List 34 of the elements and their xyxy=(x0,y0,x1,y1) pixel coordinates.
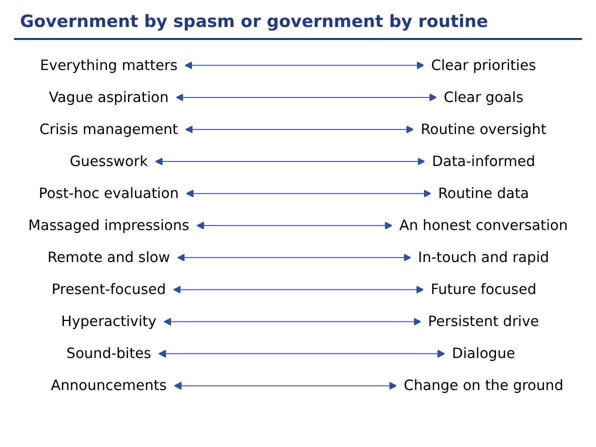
arrow xyxy=(174,382,397,390)
node-text: Everything matters xyxy=(40,56,178,74)
node-text: Present-focused xyxy=(52,280,166,298)
node-text: Hyperactivity xyxy=(61,312,156,330)
node-text: Vague aspiration xyxy=(48,88,169,106)
arrow xyxy=(158,350,446,358)
node-text: Post-hoc evaluation xyxy=(38,184,179,202)
arrow xyxy=(173,286,424,294)
node-text: Dialogue xyxy=(452,344,516,362)
node-text: Sound-bites xyxy=(66,344,152,362)
arrow xyxy=(185,126,414,134)
node-text: Persistent drive xyxy=(428,312,540,330)
arrow xyxy=(186,190,432,198)
node-text: Routine data xyxy=(438,184,530,202)
node-text: Future focused xyxy=(430,280,536,298)
node-text: Crisis management xyxy=(40,120,178,138)
node-text: Announcements xyxy=(50,376,167,394)
node-text: Remote and slow xyxy=(48,248,170,266)
node-text: Guesswork xyxy=(70,152,148,170)
node-text: Routine oversight xyxy=(420,120,546,138)
node-text: Clear priorities xyxy=(431,56,536,74)
node-text: An honest conversation xyxy=(399,216,568,234)
node-text: Data-informed xyxy=(432,152,536,170)
slide-title: Government by spasm or government by routine xyxy=(20,12,490,32)
node-text: Massaged impressions xyxy=(28,216,190,234)
arrow xyxy=(177,254,412,262)
arrow xyxy=(176,94,437,102)
node-text: Change on the ground xyxy=(404,376,564,394)
arrow xyxy=(196,222,393,230)
arrow xyxy=(154,158,426,166)
node-text: Clear goals xyxy=(444,88,524,106)
arrow xyxy=(164,318,422,326)
arrow xyxy=(184,61,424,70)
node-text: In-touch and rapid xyxy=(418,248,550,266)
